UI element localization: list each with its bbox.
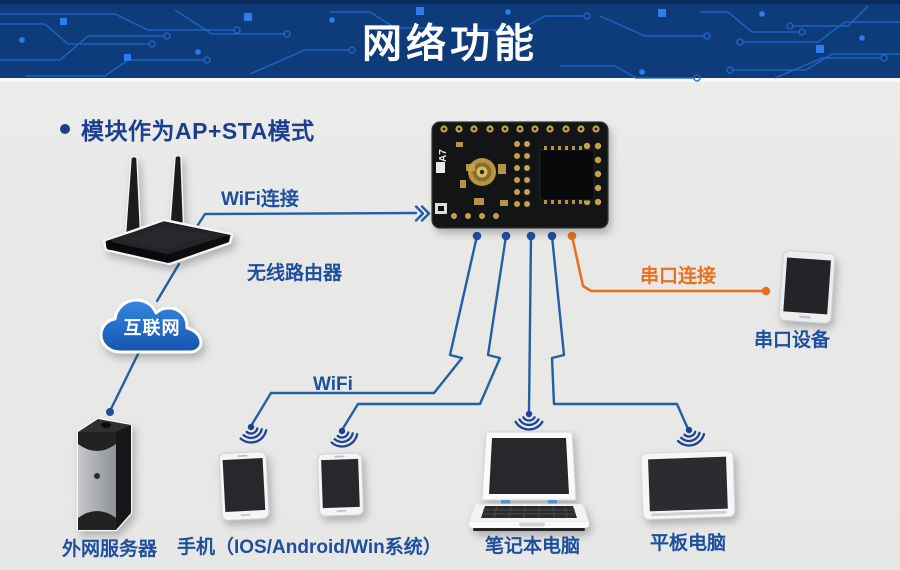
laptop-image [468,431,590,531]
server-image [76,417,133,532]
wifi-icon [676,426,706,447]
router-image [102,155,234,266]
antenna-connector-icon [468,158,496,186]
wifi-icon [330,427,359,448]
label-wifi-connect: WiFi连接 [221,189,299,210]
label-wireless-router: 无线路由器 [247,263,343,284]
page-title: 网络功能 [362,22,538,66]
wifi-icon [514,410,544,431]
wifi-module-image: A7 [431,121,609,229]
wifi-icon [239,423,268,444]
module-chip [539,149,595,201]
bullet-icon [60,124,70,134]
serial-device-image [778,250,836,324]
header-banner: 网络功能 [0,0,900,82]
label-external-server: 外网服务器 [62,539,158,560]
label-tablet: 平板电脑 [650,533,727,554]
circuit-pattern-decoration [0,5,900,82]
mode-heading: 模块作为AP+STA模式 [60,112,315,146]
phone1-image [218,451,270,521]
tablet-image [640,450,736,520]
label-phones: 手机（IOS/Android/Win系统） [177,537,442,558]
mode-heading-text: 模块作为AP+STA模式 [81,118,315,144]
internet-label: 互联网 [123,318,181,338]
label-serial-connect: 串口连接 [640,266,717,287]
label-laptop: 笔记本电脑 [485,536,581,557]
module-top-pads [440,125,600,133]
label-wifi: WiFi [313,374,353,395]
internet-cloud-icon [99,298,203,354]
module-components [456,142,582,206]
module-silkscreen: A7 [435,149,449,214]
label-serial-device: 串口设备 [754,330,831,351]
phone2-image [317,452,364,517]
cloud-to-server-line [108,350,141,413]
module-silkscreen-text: A7 [438,149,449,162]
arrowhead-chevrons-icon [414,205,431,222]
module-to-laptop-line [527,234,533,414]
module-to-phone2-line [340,234,508,432]
